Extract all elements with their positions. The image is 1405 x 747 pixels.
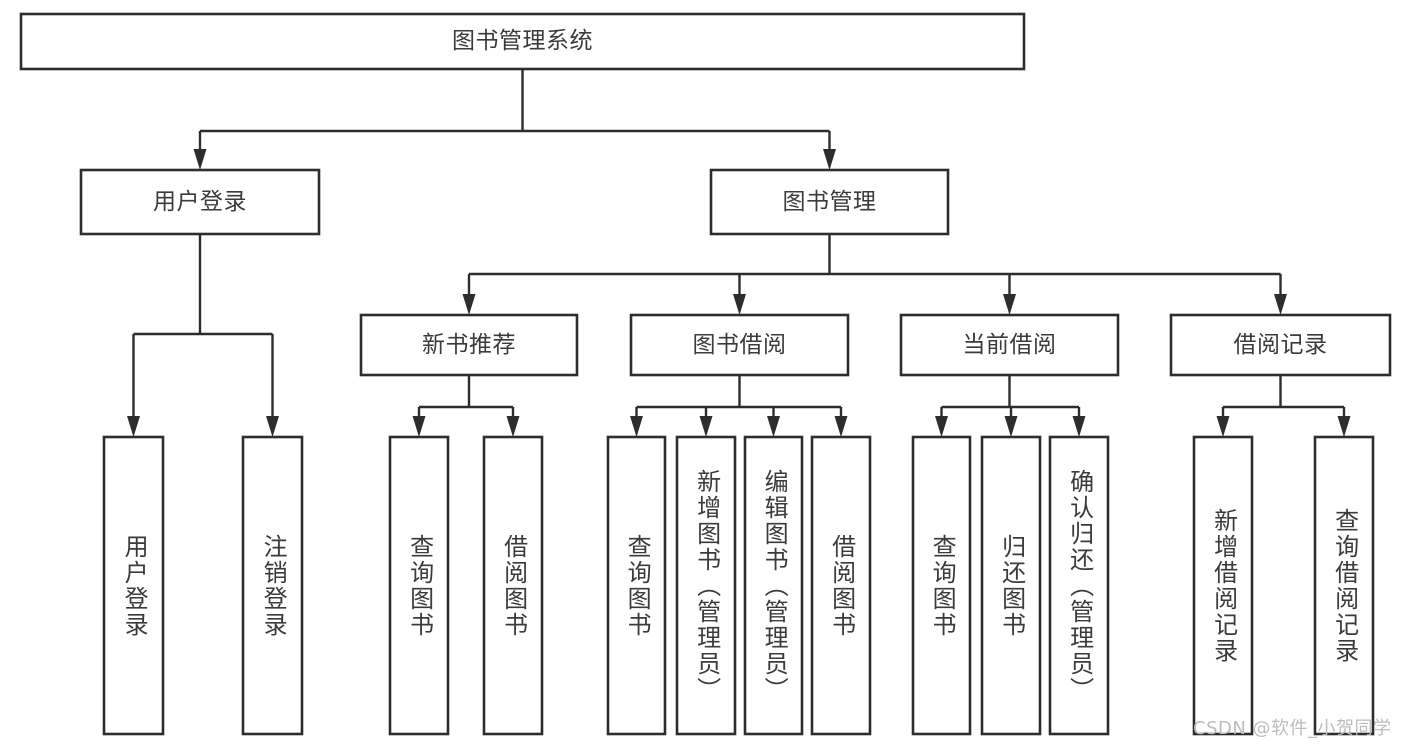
node-borrow-book-newbook-box: [482, 435, 544, 736]
book-borrow-children-arrow-3: [834, 416, 848, 437]
node-add-book-admin-box: [675, 435, 737, 736]
node-user-login-leaf-box: [102, 435, 165, 736]
node-book-management-box: [709, 168, 950, 236]
connector-layer: [127, 69, 1351, 437]
user-login-children-arrow-1: [266, 416, 279, 437]
book-management-children-arrow-0: [462, 294, 476, 315]
node-return-book-box: [980, 435, 1042, 736]
node-query-borrow-record-box: [1313, 435, 1375, 736]
book-borrow-children-arrow-0: [630, 416, 643, 437]
book-borrow-children-arrow-2: [767, 416, 780, 437]
node-new-book-recommend-box: [359, 313, 579, 377]
node-book-borrow-box: [629, 313, 850, 377]
current-borrow-children-arrow-1: [1004, 416, 1018, 437]
root-children-arrow-0: [193, 149, 207, 170]
node-query-book-borrow-box: [606, 435, 667, 736]
node-current-borrow-box: [899, 313, 1120, 377]
book-management-children-arrow-1: [733, 294, 746, 315]
node-user-logout-leaf-box: [241, 435, 304, 736]
book-management-children-arrow-3: [1274, 294, 1287, 315]
current-borrow-children-arrow-0: [935, 416, 948, 437]
box-layer: [19, 12, 1392, 736]
node-query-book-current-box: [911, 435, 972, 736]
root-children-arrow-1: [823, 149, 836, 170]
user-login-children-arrow-0: [127, 416, 140, 437]
current-borrow-children-arrow-2: [1072, 416, 1086, 437]
node-user-login-box: [79, 168, 321, 236]
node-confirm-return-admin-box: [1048, 435, 1110, 736]
borrow-record-children-arrow-1: [1337, 416, 1351, 437]
new-book-children-arrow-1: [506, 416, 520, 437]
book-management-children-arrow-2: [1003, 294, 1016, 315]
node-query-book-newbook-box: [388, 435, 450, 736]
borrow-record-children-arrow-0: [1216, 416, 1230, 437]
node-borrow-record-box: [1169, 313, 1392, 377]
book-borrow-children-arrow-1: [699, 416, 713, 437]
node-book-management-system-box: [19, 12, 1026, 71]
node-add-borrow-record-box: [1192, 435, 1254, 736]
new-book-children-arrow-0: [412, 416, 426, 437]
node-borrow-book-box: [810, 435, 872, 736]
node-edit-book-admin-box: [743, 435, 804, 736]
